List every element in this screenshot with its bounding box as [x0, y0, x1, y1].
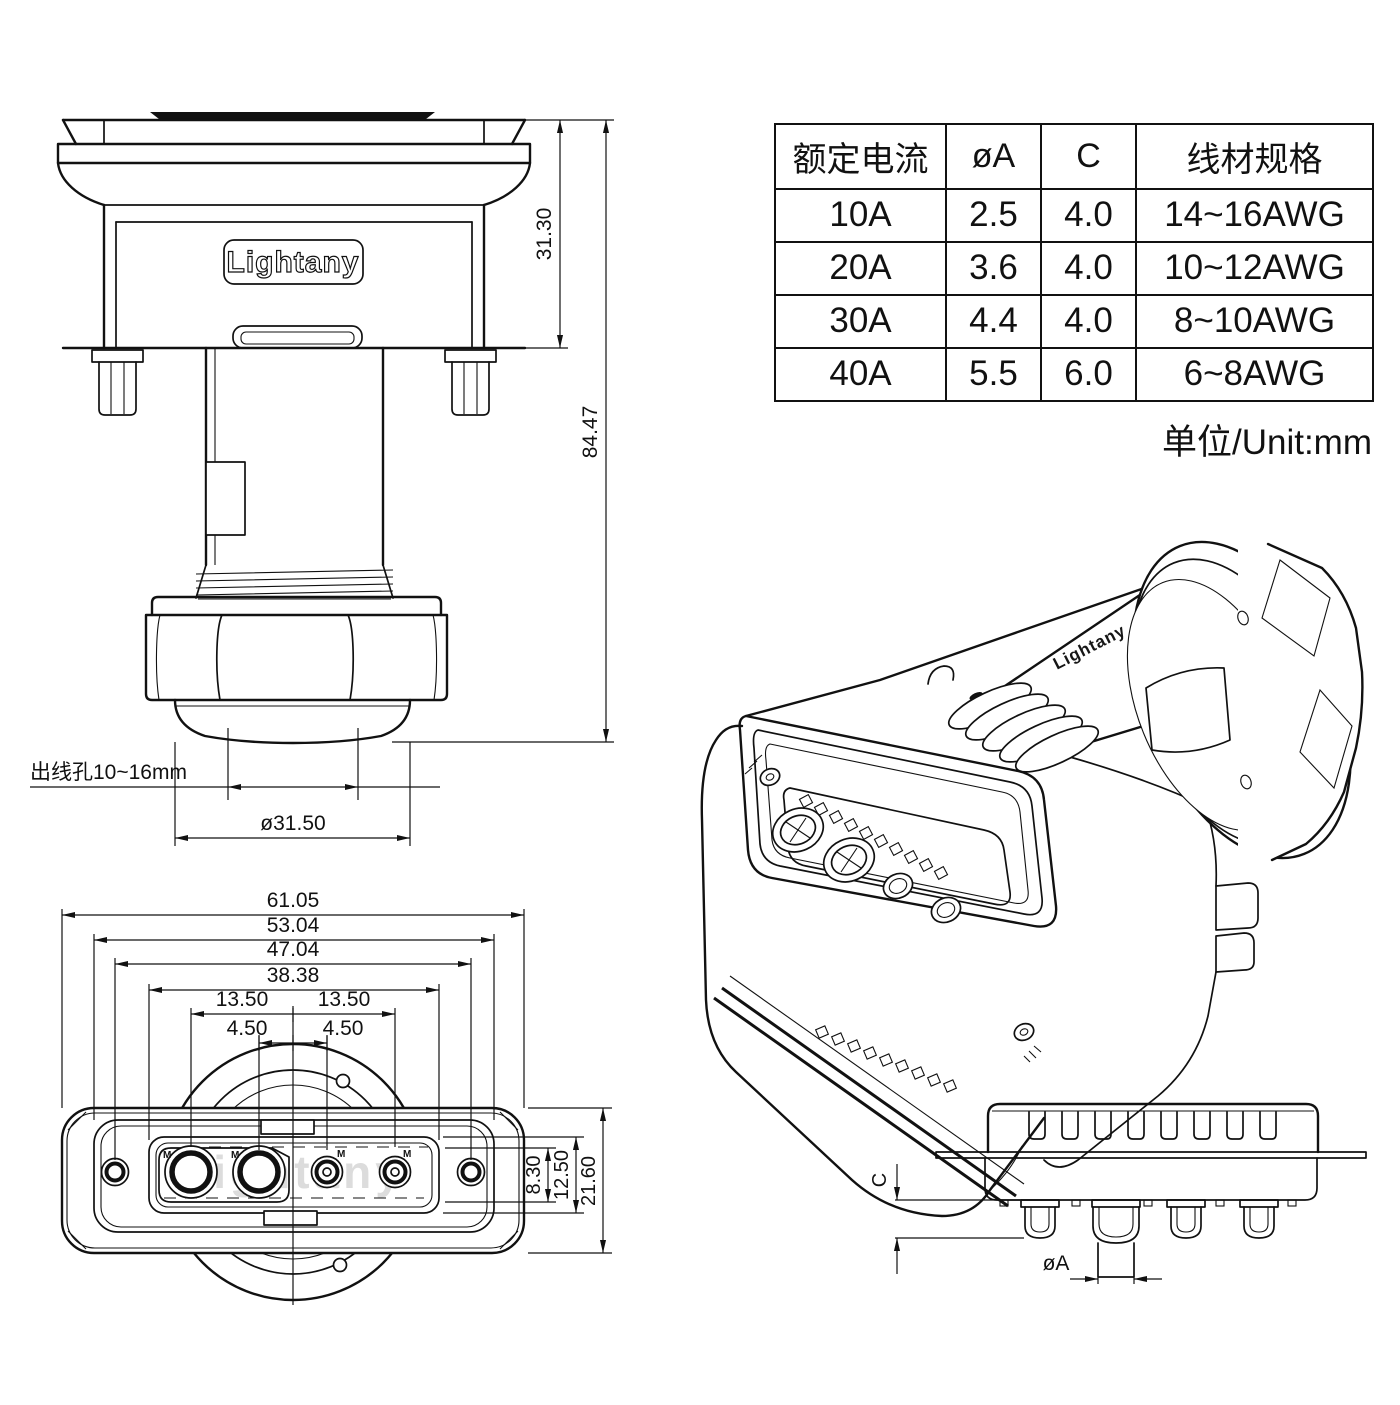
face-view: Lightany M M M M 61.05	[60, 889, 612, 1305]
side-shell	[986, 1102, 1320, 1154]
cell-wire: 14~16AWG	[1135, 187, 1374, 243]
side-view-dimensions: C øA	[869, 1164, 1162, 1284]
contact-mark-2: M	[231, 1150, 239, 1161]
nut-hole-bottom	[1240, 774, 1252, 790]
isometric-view: Lightany	[700, 540, 1364, 1218]
dim-gland-diameter: ø31.50	[260, 812, 325, 835]
cell-wire: 8~10AWG	[1135, 293, 1374, 349]
dim-pitch-left: 13.50	[216, 988, 269, 1011]
side-pins	[1020, 1199, 1279, 1278]
cell-current: 20A	[774, 240, 947, 296]
contact-mark-3: M	[337, 1149, 345, 1160]
polarize-tab-bottom	[263, 1210, 318, 1226]
spec-table: 额定电流 øA C 线材规格 10A 2.5 4.0 14~16AWG 20A …	[774, 123, 1374, 403]
dim-w-groove: 53.04	[267, 914, 320, 937]
side-solder-bumps	[999, 1199, 1297, 1207]
dim-gap-left: 4.50	[227, 1017, 268, 1040]
dim-cable-hole: 出线孔10~16mm	[30, 761, 187, 784]
face-view-dimensions: 61.05 53.04 47.04 38.38 13.50 13.50 4.50…	[61, 889, 612, 1305]
mounting-screws	[91, 349, 497, 416]
nut-label-flap	[1145, 666, 1231, 753]
top-gasket-strip	[150, 112, 435, 119]
dim-standoff: C	[869, 1173, 891, 1187]
cell-c: 4.0	[1040, 187, 1137, 243]
dim-pin-diameter: øA	[1043, 1252, 1070, 1275]
iso-insert-cavity	[782, 787, 1012, 906]
dim-w-mount: 47.04	[267, 938, 320, 961]
spec-table-header-row: 额定电流 øA C 线材规格	[774, 123, 1374, 190]
col-header-wire-gauge: 线材规格	[1135, 123, 1374, 190]
dim-w-outer: 61.05	[267, 889, 320, 912]
cell-c: 4.0	[1040, 240, 1137, 296]
col-header-c: C	[1040, 123, 1137, 190]
latch-tab	[232, 325, 363, 349]
cable-tube	[204, 346, 385, 567]
front-view: Lightany	[30, 112, 614, 846]
iso-pegs	[1215, 882, 1259, 973]
cell-c: 6.0	[1040, 346, 1137, 403]
iso-signal-holes-bottom	[814, 1025, 958, 1093]
dim-pitch-right: 13.50	[318, 988, 371, 1011]
flange-hole-bottom	[332, 1257, 348, 1273]
contact-mark-4: M	[403, 1149, 411, 1160]
col-header-phi-a: øA	[945, 123, 1042, 190]
dim-total-height: 84.47	[579, 406, 602, 459]
cell-current: 40A	[774, 346, 947, 403]
unit-note: 单位/Unit:mm	[1161, 423, 1372, 462]
cell-c: 4.0	[1040, 293, 1137, 349]
dim-h-outer: 21.60	[578, 1156, 600, 1206]
backshell-outline	[56, 118, 614, 350]
side-view: C øA	[869, 1102, 1367, 1284]
col-header-rated-current: 额定电流	[774, 123, 947, 190]
cell-wire: 6~8AWG	[1135, 346, 1374, 403]
brand-logo-plate: Lightany	[223, 239, 364, 285]
power-contact-pocket	[158, 1147, 290, 1203]
cell-phi-a: 3.6	[945, 240, 1042, 296]
dim-w-insert: 38.38	[267, 964, 320, 987]
gland-nut	[144, 595, 449, 745]
brand-logo-text: Lightany	[227, 246, 360, 279]
cell-phi-a: 5.5	[945, 346, 1042, 403]
dim-upper-height: 31.30	[533, 208, 556, 261]
side-castellations	[1028, 1111, 1277, 1140]
iso-thread-collar	[947, 682, 1100, 773]
dim-gap-right: 4.50	[323, 1017, 364, 1040]
contacts: M M M M	[100, 1145, 486, 1199]
side-body	[984, 1157, 1318, 1201]
cell-current: 10A	[774, 187, 947, 243]
iso-signal-holes-top	[798, 793, 949, 881]
spec-row-10a: 10A 2.5 4.0 14~16AWG	[774, 187, 1374, 243]
dim-h-insert: 12.50	[551, 1150, 573, 1200]
spec-row-20a: 20A 3.6 4.0 10~12AWG	[774, 240, 1374, 296]
flange-hole-top	[335, 1073, 351, 1089]
iso-skirt	[700, 724, 1046, 1218]
front-view-dimensions: 31.30 84.47 出线孔10~16mm ø31.50	[30, 120, 614, 846]
dim-h-pocket: 8.30	[523, 1156, 545, 1195]
side-flange	[935, 1151, 1367, 1159]
iso-gland-nut	[1126, 540, 1364, 864]
iso-jack-screws	[744, 754, 1042, 1063]
iso-contacts	[771, 807, 962, 924]
cell-phi-a: 4.4	[945, 293, 1042, 349]
spec-row-30a: 30A 4.4 4.0 8~10AWG	[774, 293, 1374, 349]
cell-current: 30A	[774, 293, 947, 349]
spec-row-40a: 40A 5.5 6.0 6~8AWG	[774, 346, 1374, 403]
cell-phi-a: 2.5	[945, 187, 1042, 243]
insert-outline	[148, 1119, 440, 1226]
nut-hole-top	[1237, 610, 1249, 626]
polarize-tab-top	[260, 1119, 315, 1135]
contact-mark-1: M	[163, 1150, 171, 1161]
thread-section	[195, 564, 394, 600]
cell-wire: 10~12AWG	[1135, 240, 1374, 296]
